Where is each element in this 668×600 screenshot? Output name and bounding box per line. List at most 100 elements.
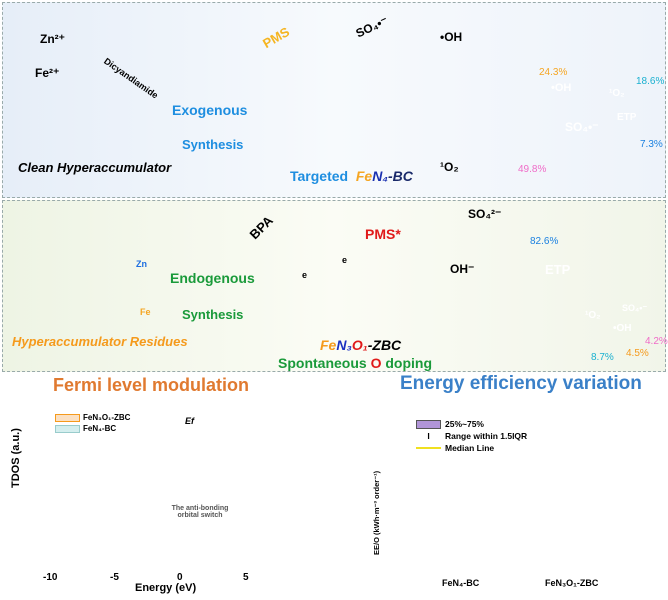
- oh-radical-label: •OH: [440, 30, 463, 44]
- pie1-o2-label: ¹O₂: [609, 88, 625, 99]
- data-point: [472, 538, 482, 549]
- data-point: [590, 560, 598, 568]
- hydroxide-label: OH⁻: [450, 262, 475, 276]
- y-tick-label: 8: [400, 459, 405, 468]
- synthesis-label: Synthesis: [182, 137, 244, 152]
- spontaneous-o-doping-label: Spontaneous O doping: [278, 355, 432, 371]
- legend-swatch-fen4: [55, 424, 80, 433]
- pie1-etp-label: ETP: [617, 112, 637, 123]
- pie2-o2-label: ¹O₂: [585, 310, 601, 321]
- pie-slice: [514, 79, 576, 113]
- series-line: [48, 451, 280, 570]
- singlet-oxygen-label: ¹O₂: [440, 160, 459, 174]
- legend-box-swatch: [416, 419, 441, 429]
- pie-slice: [509, 261, 636, 335]
- whisker-icon: I: [427, 431, 430, 441]
- pie-slice: [514, 111, 636, 145]
- pie2-so4-pct: 4.2%: [645, 336, 668, 347]
- zn-ion-icon: [63, 49, 73, 59]
- legend-swatch-fen3o1: [55, 413, 80, 422]
- endogenous-label: Endogenous: [170, 270, 255, 286]
- pie-slice: [571, 79, 630, 113]
- data-point: [480, 532, 490, 543]
- pie2-o2-pct: 8.7%: [591, 352, 614, 363]
- pie2-oh-label: •OH: [613, 323, 632, 334]
- tdos-ylabel: TDOS (a.u.): [10, 428, 22, 488]
- category-label: FeN₃O₁-ZBC: [545, 578, 599, 588]
- data-point: [488, 496, 498, 507]
- data-point: [590, 540, 598, 548]
- pie1-oh-pct: 24.3%: [539, 67, 568, 78]
- clean-hyperaccumulator-label: Clean Hyperaccumulator: [18, 160, 172, 175]
- legend-label: FeN₃O₁-ZBC: [83, 413, 131, 422]
- hyperaccumulator-residues-label: Hyperaccumulator Residues: [12, 334, 188, 349]
- zn-label: Zn²⁺: [40, 32, 65, 46]
- pie2-so4-label: SO₄•⁻: [622, 303, 648, 313]
- pie1-o2-pct: 18.6%: [636, 76, 665, 87]
- x-tick: 0: [177, 572, 183, 583]
- fen4-bc-title: Targeted FeN₄-BC: [290, 168, 413, 184]
- zn-label-mid: Zn: [136, 259, 147, 269]
- fermi-level-label: Ef: [185, 416, 194, 426]
- pie2-oh-pct: 4.5%: [626, 348, 649, 359]
- fe-label-mid: Fe: [140, 307, 151, 317]
- switch-arrow-icon: [188, 531, 208, 547]
- data-point: [598, 548, 606, 556]
- data-point: [582, 558, 590, 566]
- pie1-etp-pct: 7.3%: [640, 139, 663, 150]
- pms-star-label: PMS*: [365, 226, 401, 242]
- y-tick-label: 6: [400, 487, 405, 496]
- y-tick-label: 2: [400, 542, 405, 551]
- series-fill: [49, 421, 279, 570]
- whisker: [465, 501, 471, 545]
- x-tick: -10: [43, 572, 58, 583]
- data-point: [480, 522, 490, 533]
- switch-arrow-icon: [176, 435, 187, 460]
- box-legend: 25%~75% I Range within 1.5IQR Median Line: [416, 418, 527, 454]
- x-tick: 5: [243, 572, 249, 583]
- electron-label-1: e: [302, 270, 308, 280]
- data-point: [590, 493, 598, 501]
- tdos-xlabel: Energy (eV): [135, 582, 197, 594]
- x-tick: -5: [110, 572, 119, 583]
- pie-slice: [574, 97, 636, 113]
- pie2-etp-pct: 82.6%: [530, 236, 559, 247]
- box-1: [553, 430, 606, 568]
- pie2-etp-label: ETP: [545, 262, 571, 277]
- data-point: [488, 530, 498, 541]
- legend-label: Median Line: [445, 443, 495, 453]
- y-tick-label: 12: [395, 404, 404, 413]
- sulfate-label: SO₄²⁻: [468, 207, 502, 221]
- legend-label: Range within 1.5IQR: [445, 431, 528, 441]
- data-point: [480, 502, 490, 512]
- fe-ion-icon: [55, 83, 65, 93]
- data-point: [472, 515, 482, 526]
- pie1-oh-label: •OH: [551, 82, 572, 94]
- synthesis-label-mid: Synthesis: [182, 307, 244, 322]
- category-label: FeN₄-BC: [442, 578, 480, 588]
- box-0: [444, 496, 498, 549]
- median-swatch: [416, 447, 441, 449]
- antibonding-annotation: The anti-bonding orbital switch: [171, 505, 229, 519]
- data-point: [582, 430, 590, 438]
- legend-label: FeN₄-BC: [83, 424, 117, 433]
- exogenous-label: Exogenous: [172, 102, 248, 118]
- y-tick-label: 10: [395, 432, 404, 441]
- pie1-so4-label: SO₄•⁻: [565, 120, 599, 134]
- energy-title: Energy efficiency variation: [400, 373, 642, 394]
- whisker: [574, 496, 580, 565]
- pie-slice: [574, 297, 640, 312]
- eeo-ylabel: EE/O (kWh·m⁻³ order⁻¹): [372, 470, 381, 555]
- fe-label: Fe²⁺: [35, 66, 60, 80]
- legend-label: 25%~75%: [445, 419, 484, 429]
- fen3o1-zbc-title: FeN₃O₁-ZBC: [320, 337, 402, 353]
- data-point: [598, 516, 606, 524]
- y-tick-label: 4: [400, 514, 405, 523]
- y-tick-label: 0: [400, 569, 405, 578]
- pie1-so4-pct: 49.8%: [518, 164, 547, 175]
- electron-label-2: e: [342, 255, 348, 265]
- data-point: [582, 520, 590, 527]
- iqr-box: [553, 507, 577, 557]
- tdos-legend: FeN₃O₁-ZBC FeN₄-BC: [55, 413, 130, 433]
- fermi-title: Fermi level modulation: [53, 375, 250, 395]
